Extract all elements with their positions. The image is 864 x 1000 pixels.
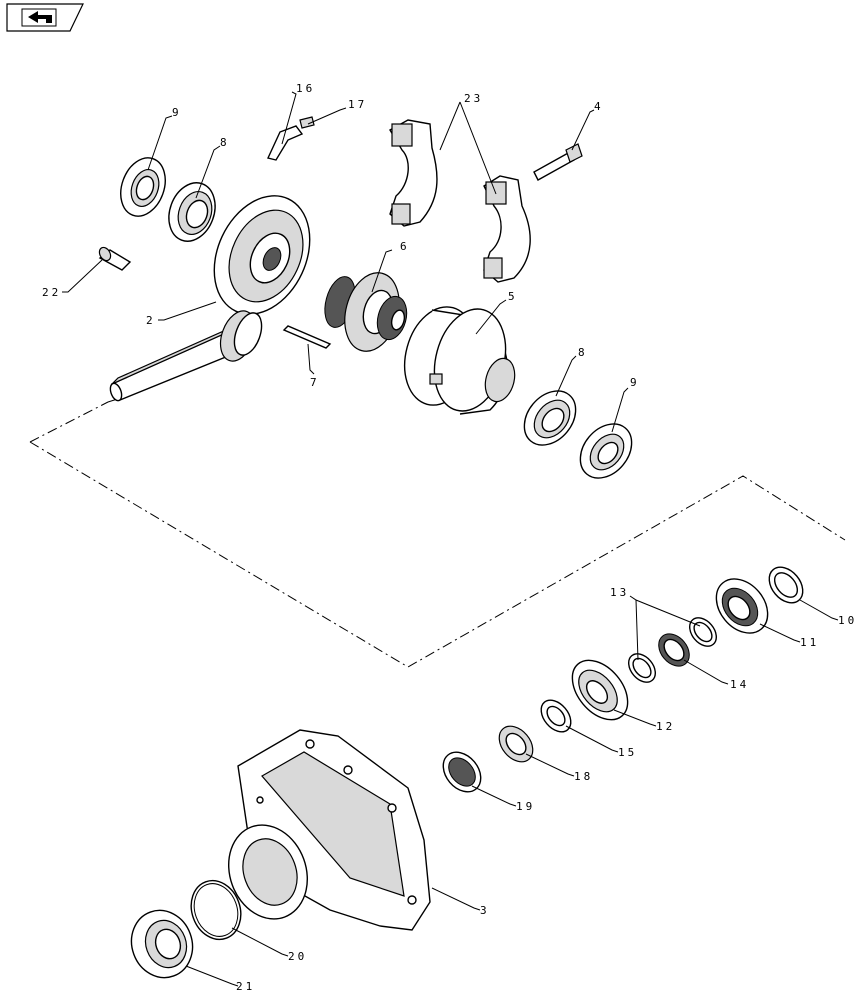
callout-3: 3 — [480, 904, 490, 917]
callout-9-upper: 9 — [172, 106, 182, 119]
callout-16: 16 — [296, 82, 315, 95]
part-2-crown-wheel-pinion[interactable] — [108, 180, 328, 402]
part-11-bearing[interactable] — [706, 569, 778, 643]
callout-5: 5 — [508, 290, 518, 303]
callout-12: 12 — [656, 720, 675, 733]
part-19-seal[interactable] — [436, 745, 489, 799]
callout-19: 19 — [516, 800, 535, 813]
callout-13: 13 — [610, 586, 629, 599]
callout-20: 20 — [288, 950, 307, 963]
callout-9-lower: 9 — [630, 376, 640, 389]
part-6-differential-gears[interactable] — [320, 267, 411, 358]
back-arrow-icon — [21, 8, 57, 27]
part-14-nut[interactable] — [652, 628, 695, 672]
callout-22: 22 — [42, 286, 61, 299]
part-23-bearing-cap-upper[interactable] — [389, 119, 438, 227]
callout-11: 11 — [800, 636, 819, 649]
callout-2: 2 — [146, 314, 156, 327]
part-13-shim-upper[interactable] — [684, 613, 721, 652]
part-13-shim-lower[interactable] — [623, 649, 660, 688]
part-12-bearing[interactable] — [561, 650, 638, 730]
callout-23: 23 — [464, 92, 483, 105]
part-3-axle-housing[interactable] — [216, 729, 431, 931]
callout-15: 15 — [618, 746, 637, 759]
part-17-screw[interactable] — [299, 116, 315, 129]
part-22-bolt[interactable] — [97, 245, 132, 271]
part-10-shim[interactable] — [762, 561, 809, 610]
callout-4: 4 — [594, 100, 604, 113]
callout-18: 18 — [574, 770, 593, 783]
part-15-washer[interactable] — [535, 694, 577, 737]
callout-10: 10 — [838, 614, 857, 627]
part-7-pin[interactable] — [282, 325, 332, 349]
callout-21: 21 — [236, 980, 255, 993]
part-4-bolt[interactable] — [533, 143, 583, 181]
part-18-nut[interactable] — [492, 720, 539, 769]
part-8-upper-bearing[interactable] — [161, 176, 223, 247]
callout-17: 17 — [348, 98, 367, 111]
assembly-phantom-outline — [29, 394, 846, 668]
leader-lines — [62, 91, 839, 987]
callout-8-upper: 8 — [220, 136, 230, 149]
part-9-upper-locknut[interactable] — [113, 152, 173, 223]
part-8-lower-bearing[interactable] — [514, 381, 586, 455]
part-23-bearing-cap-lower[interactable] — [483, 175, 531, 283]
part-21-seal-flange[interactable] — [122, 902, 202, 986]
callout-8-lower: 8 — [578, 346, 588, 359]
part-20-o-ring[interactable] — [183, 874, 249, 947]
part-16-clip[interactable] — [267, 125, 304, 161]
callout-7: 7 — [310, 376, 320, 389]
back-nav-button[interactable] — [6, 3, 84, 32]
callout-6: 6 — [400, 240, 410, 253]
part-5-differential-housing[interactable] — [394, 299, 519, 419]
part-9-lower-locknut[interactable] — [570, 414, 642, 488]
callout-14: 14 — [730, 678, 749, 691]
